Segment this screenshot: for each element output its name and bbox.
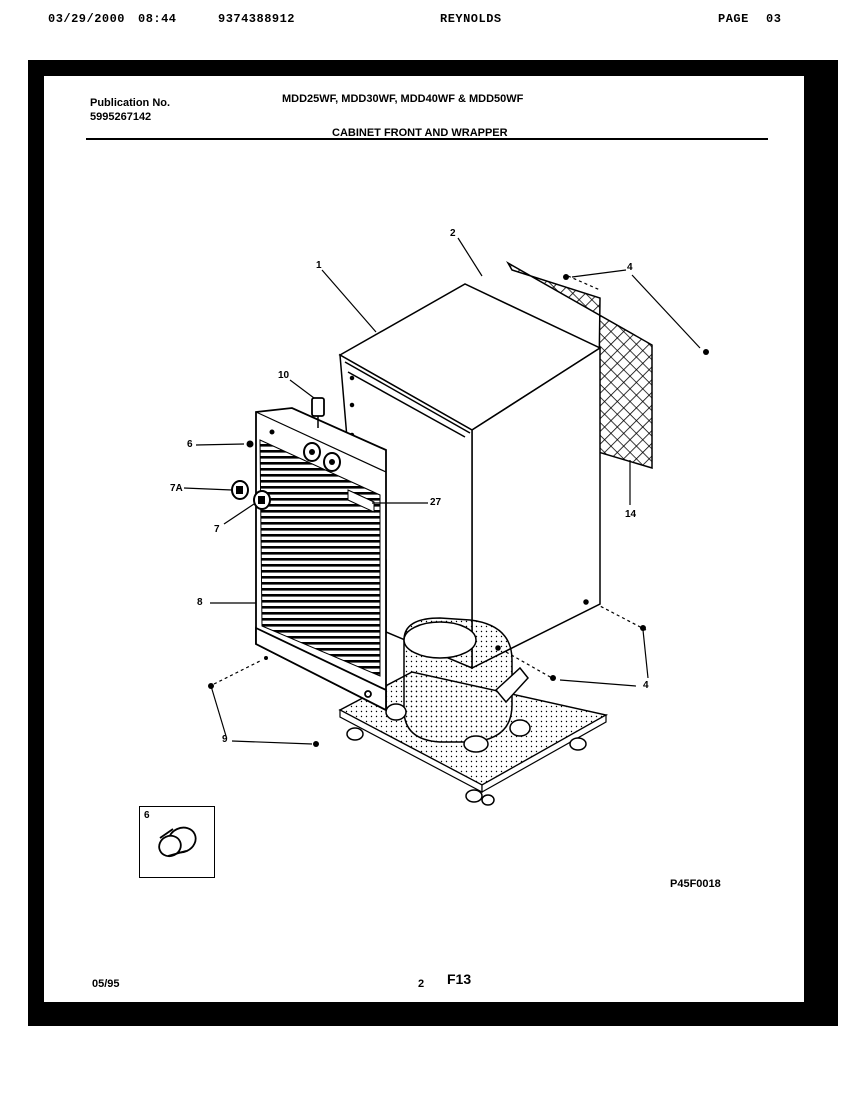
fax-time: 08:44 <box>138 12 177 26</box>
callout-2: 2 <box>450 228 456 239</box>
inset-callout-6: 6 <box>144 810 150 821</box>
callout-7a: 7A <box>170 483 183 494</box>
front-grille-panel <box>255 407 387 712</box>
callout-4-top: 4 <box>627 262 633 273</box>
header-rule <box>86 138 768 140</box>
control-knob-upper <box>303 442 321 462</box>
screw-4-right <box>703 349 709 355</box>
callout-14: 14 <box>625 509 637 520</box>
model-list: MDD25WF, MDD30WF, MDD40WF & MDD50WF <box>282 93 524 105</box>
compressor <box>385 617 531 753</box>
callout-10: 10 <box>278 370 290 381</box>
callout-7: 7 <box>214 524 220 535</box>
publication-label: Publication No. <box>90 97 171 109</box>
callout-1: 1 <box>316 260 322 271</box>
footer-form: F13 <box>447 971 472 987</box>
fax-sender: REYNOLDS <box>440 12 502 26</box>
screw-4-lower <box>550 625 646 681</box>
knob-7 <box>253 490 271 510</box>
inset-detail-box: 6 <box>139 806 215 878</box>
fax-page-label: PAGE <box>718 12 749 26</box>
screw-4-top <box>563 274 569 280</box>
switch-10 <box>311 397 325 428</box>
fax-date: 03/29/2000 <box>48 12 126 26</box>
fax-number: 9374388912 <box>218 12 296 26</box>
fax-page-number: 03 <box>766 12 782 26</box>
footer-date: 05/95 <box>92 978 120 990</box>
callout-9: 9 <box>222 734 228 745</box>
callout-27: 27 <box>430 497 442 508</box>
publication-number: 5995267142 <box>90 111 152 123</box>
control-knob-lower <box>323 452 341 472</box>
callout-4-bottom: 4 <box>643 680 649 691</box>
screw-6 <box>246 440 254 448</box>
figure-code: P45F0018 <box>670 878 721 890</box>
callout-6: 6 <box>187 439 193 450</box>
section-title: CABINET FRONT AND WRAPPER <box>332 127 508 139</box>
callout-8: 8 <box>197 597 203 608</box>
knob-7a <box>231 480 249 500</box>
leader-lines <box>183 237 701 745</box>
footer-page: 2 <box>418 978 425 990</box>
inset-knob-illustration <box>158 826 197 858</box>
cabinet-wrapper <box>338 283 602 670</box>
